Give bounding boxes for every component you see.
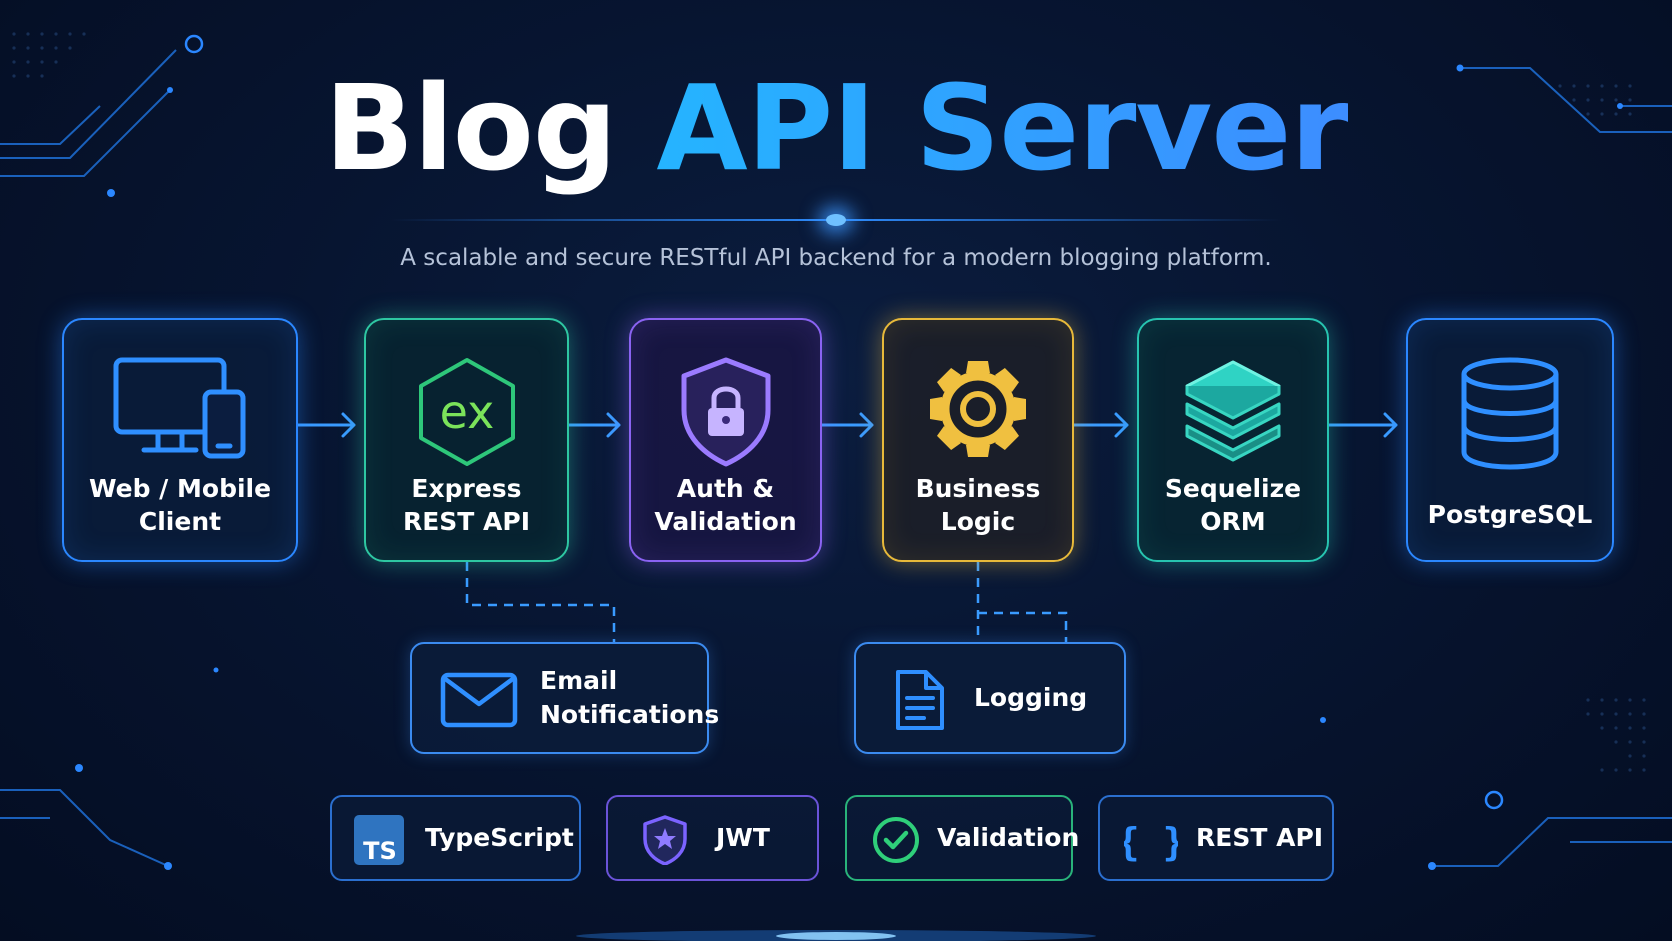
node-orm: Sequelize ORM	[1137, 318, 1329, 562]
envelope-icon	[440, 672, 518, 728]
typescript-icon: TS	[354, 815, 404, 865]
node-orm-label: Sequelize ORM	[1164, 474, 1302, 536]
node-client: Web / Mobile Client	[62, 318, 298, 562]
title-part-2: API Server	[656, 59, 1348, 197]
devices-icon	[113, 357, 246, 459]
curly-braces-icon-text: { }	[1124, 820, 1178, 864]
shield-star-icon	[643, 815, 687, 865]
node-postgresql-label: PostgreSQL	[1427, 500, 1593, 529]
arrow-auth-logic	[820, 412, 874, 438]
typescript-icon-text: TS	[363, 837, 397, 865]
title-part-1: Blog	[324, 59, 617, 197]
node-auth: Auth & Validation	[629, 318, 822, 562]
node-logic-label: Business Logic	[915, 474, 1041, 536]
node-auth-label: Auth & Validation	[654, 474, 797, 536]
document-icon	[896, 670, 944, 730]
badge-typescript: TS TypeScript	[330, 795, 581, 881]
dashed-express-email	[465, 562, 616, 642]
badge-rest-api: { } REST API	[1098, 795, 1334, 881]
badge-validation: Validation	[845, 795, 1079, 881]
layers-icon	[1185, 360, 1281, 462]
node-express: ex Express REST API	[364, 318, 569, 562]
node-logic: Business Logic	[882, 318, 1074, 562]
arrow-client-express	[296, 412, 356, 438]
express-icon-text: ex	[439, 385, 494, 439]
database-icon	[1461, 357, 1559, 470]
subtitle: A scalable and secure RESTful API backen…	[400, 245, 1272, 271]
email-notifications-label: Email Notifications	[540, 666, 720, 729]
dashed-logic-logging	[976, 562, 1068, 642]
badge-jwt: JWT	[606, 795, 819, 881]
shield-lock-icon	[681, 357, 770, 467]
badge-jwt-label: JWT	[716, 823, 770, 852]
express-hexagon-icon: ex	[418, 358, 515, 466]
arrow-logic-orm	[1072, 412, 1129, 438]
page-title: Blog API Server	[0, 58, 1672, 200]
node-client-label: Web / Mobile Client	[88, 474, 272, 536]
node-express-label: Express REST API	[402, 474, 531, 536]
badge-typescript-label: TypeScript	[425, 823, 574, 852]
logging-label: Logging	[974, 683, 1088, 712]
arrow-orm-pg	[1327, 412, 1398, 438]
badge-rest-api-label: REST API	[1196, 823, 1324, 852]
curly-braces-icon: { }	[1124, 820, 1178, 864]
title-divider-glow	[826, 214, 846, 226]
logging-box: Logging	[854, 642, 1126, 754]
arrow-express-auth	[567, 412, 621, 438]
check-circle-icon	[873, 817, 919, 863]
node-postgresql: PostgreSQL	[1406, 318, 1614, 562]
gear-icon	[930, 361, 1026, 457]
email-notifications-box: Email Notifications	[410, 642, 719, 754]
badge-validation-label: Validation	[937, 823, 1080, 852]
